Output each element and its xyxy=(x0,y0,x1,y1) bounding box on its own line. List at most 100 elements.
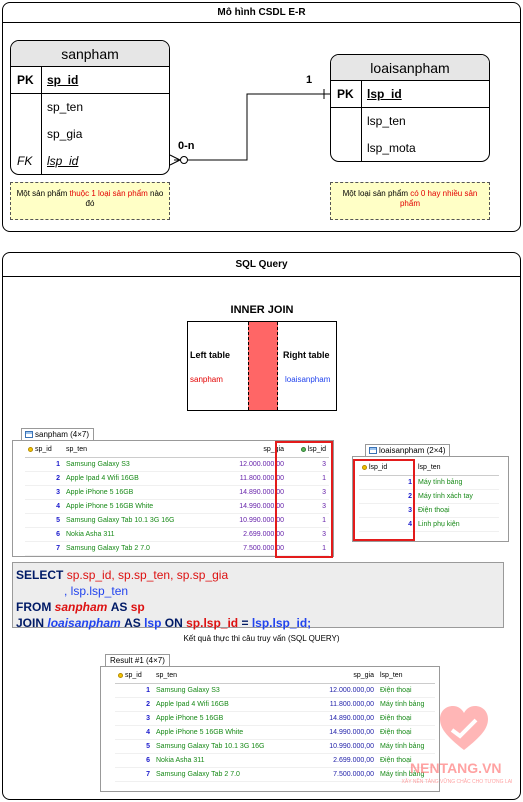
cell-sp-id[interactable]: 3 xyxy=(115,711,153,726)
grid-result-tab[interactable]: Result #1 (4×7) xyxy=(105,654,170,666)
grid-header-sp-ten[interactable]: sp_ten xyxy=(153,669,301,684)
cell-sp-gia[interactable]: 2.699.000,00 xyxy=(215,527,287,542)
cell-lsp-ten[interactable]: Máy tính bảng xyxy=(377,767,435,782)
cell-lsp-id[interactable]: 1 xyxy=(287,471,329,486)
grid-header-lsp-id[interactable]: lsp_id xyxy=(287,443,329,458)
cell-sp-ten[interactable]: Apple Ipad 4 Wifi 16GB xyxy=(63,471,215,486)
cell-sp-id[interactable]: 1 xyxy=(25,457,63,472)
cell-lsp-ten[interactable]: Máy tính bảng xyxy=(377,697,435,712)
cell-sp-ten[interactable]: Samsung Galaxy Tab 2 7.0 xyxy=(63,541,215,556)
cell-lsp-id[interactable]: 3 xyxy=(287,499,329,514)
cell-sp-id[interactable]: 6 xyxy=(25,527,63,542)
cell-lsp-ten[interactable]: Linh phụ kiện xyxy=(415,517,499,532)
cell-lsp-id[interactable]: 3 xyxy=(287,485,329,500)
cell-lsp-id[interactable]: 3 xyxy=(287,527,329,542)
cell-lsp-ten[interactable]: Điện thoại xyxy=(377,753,435,768)
grid-sanpham-tab[interactable]: sanpham (4×7) xyxy=(21,428,95,440)
cell-lsp-ten[interactable]: Máy tính bảng xyxy=(415,475,499,490)
grid-header-row: sp_id sp_ten sp_gia lsp_id xyxy=(25,443,329,458)
cell-lsp-ten[interactable]: Máy tính bảng xyxy=(377,739,435,754)
cell-sp-id[interactable]: 5 xyxy=(25,513,63,528)
cell-lsp-ten[interactable]: Máy tính xách tay xyxy=(415,489,499,504)
note-loaisanpham-before: Một loại sản phẩm xyxy=(342,189,411,198)
cell-sp-gia[interactable]: 10.990.000,00 xyxy=(215,513,287,528)
cell-sp-id[interactable]: 7 xyxy=(25,541,63,556)
cell-lsp-ten[interactable]: Điện thoại xyxy=(377,683,435,698)
cell-sp-gia[interactable]: 7.500.000,00 xyxy=(215,541,287,556)
cell-sp-ten[interactable]: Apple Ipad 4 Wifi 16GB xyxy=(153,697,301,712)
cell-sp-gia[interactable]: 14.990.000,00 xyxy=(301,725,377,740)
cell-sp-id[interactable]: 2 xyxy=(25,471,63,486)
grid-header-lsp-ten[interactable]: lsp_ten xyxy=(415,461,499,476)
cell-sp-ten[interactable]: Apple iPhone 5 16GB White xyxy=(63,499,215,514)
grid-header-sp-ten[interactable]: sp_ten xyxy=(63,443,215,458)
cell-lsp-id[interactable]: 3 xyxy=(287,457,329,472)
cell-lsp-id[interactable]: 1 xyxy=(359,475,415,490)
grid-header-sp-gia[interactable]: sp_gia xyxy=(301,669,377,684)
grid-header-lsp-ten[interactable]: lsp_ten xyxy=(377,669,435,684)
cell-lsp-ten[interactable]: Điện thoại xyxy=(377,725,435,740)
grid-loaisanpham-tab[interactable]: loaisanpham (2×4) xyxy=(365,444,451,456)
cell-sp-ten[interactable]: Samsung Galaxy S3 xyxy=(63,457,215,472)
cell-lsp-id[interactable]: 3 xyxy=(359,503,415,518)
cell-sp-ten[interactable]: Apple iPhone 5 16GB White xyxy=(153,725,301,740)
cell-sp-ten[interactable]: Apple iPhone 5 16GB xyxy=(153,711,301,726)
cell-sp-ten[interactable]: Samsung Galaxy Tab 2 7.0 xyxy=(153,767,301,782)
cell-sp-ten[interactable]: Samsung Galaxy Tab 10.1 3G 16G xyxy=(63,513,215,528)
relation-one-label: 1 xyxy=(306,74,313,86)
grid-header-lsp-id[interactable]: lsp_id xyxy=(359,461,415,476)
cell-sp-id[interactable]: 4 xyxy=(25,499,63,514)
cell-sp-ten[interactable]: Samsung Galaxy S3 xyxy=(153,683,301,698)
cell-sp-id[interactable]: 2 xyxy=(115,697,153,712)
cell-sp-gia[interactable]: 2.699.000,00 xyxy=(301,753,377,768)
grid-header-sp-id[interactable]: sp_id xyxy=(25,443,63,458)
entity-loaisanpham-pk-row: PK lsp_id xyxy=(331,81,489,108)
cell-sp-id[interactable]: 5 xyxy=(115,739,153,754)
cell-lsp-id[interactable]: 1 xyxy=(287,513,329,528)
cell-sp-id[interactable]: 1 xyxy=(115,683,153,698)
cell-sp-ten[interactable]: Nokia Asha 311 xyxy=(153,753,301,768)
cell-sp-id[interactable]: 7 xyxy=(115,767,153,782)
cell-sp-gia[interactable]: 12.000.000,00 xyxy=(215,457,287,472)
sql-operator: = xyxy=(241,616,249,630)
cell-sp-id[interactable]: 6 xyxy=(115,753,153,768)
cell-lsp-ten[interactable]: Điện thoại xyxy=(377,711,435,726)
cell-sp-gia[interactable]: 7.500.000,00 xyxy=(301,767,377,782)
cell-sp-id[interactable]: 3 xyxy=(25,485,63,500)
cell-sp-gia[interactable]: 14.890.000,00 xyxy=(215,485,287,500)
cell-lsp-id[interactable]: 2 xyxy=(359,489,415,504)
cell-sp-gia[interactable]: 11.800.000,00 xyxy=(215,471,287,486)
cell-sp-gia[interactable]: 11.800.000,00 xyxy=(301,697,377,712)
cell-lsp-id[interactable]: 4 xyxy=(359,517,415,532)
grid-header-sp-gia[interactable]: sp_gia xyxy=(215,443,287,458)
cell-lsp-ten[interactable]: Điện thoại xyxy=(415,503,499,518)
cell-sp-ten[interactable]: Nokia Asha 311 xyxy=(63,527,215,542)
cell-sp-ten[interactable]: Apple iPhone 5 16GB xyxy=(63,485,215,500)
cell-sp-ten[interactable]: Samsung Galaxy Tab 10.1 3G 16G xyxy=(153,739,301,754)
cell-lsp-id[interactable]: 1 xyxy=(287,541,329,556)
grid-header-sp-id[interactable]: sp_id xyxy=(115,669,153,684)
cell-sp-gia[interactable]: 14.890.000,00 xyxy=(301,711,377,726)
cell-sp-gia[interactable]: 12.000.000,00 xyxy=(301,683,377,698)
cell-sp-gia[interactable]: 14.990.000,00 xyxy=(215,499,287,514)
cell-sp-gia[interactable]: 10.990.000,00 xyxy=(301,739,377,754)
cell-sp-id[interactable]: 4 xyxy=(115,725,153,740)
